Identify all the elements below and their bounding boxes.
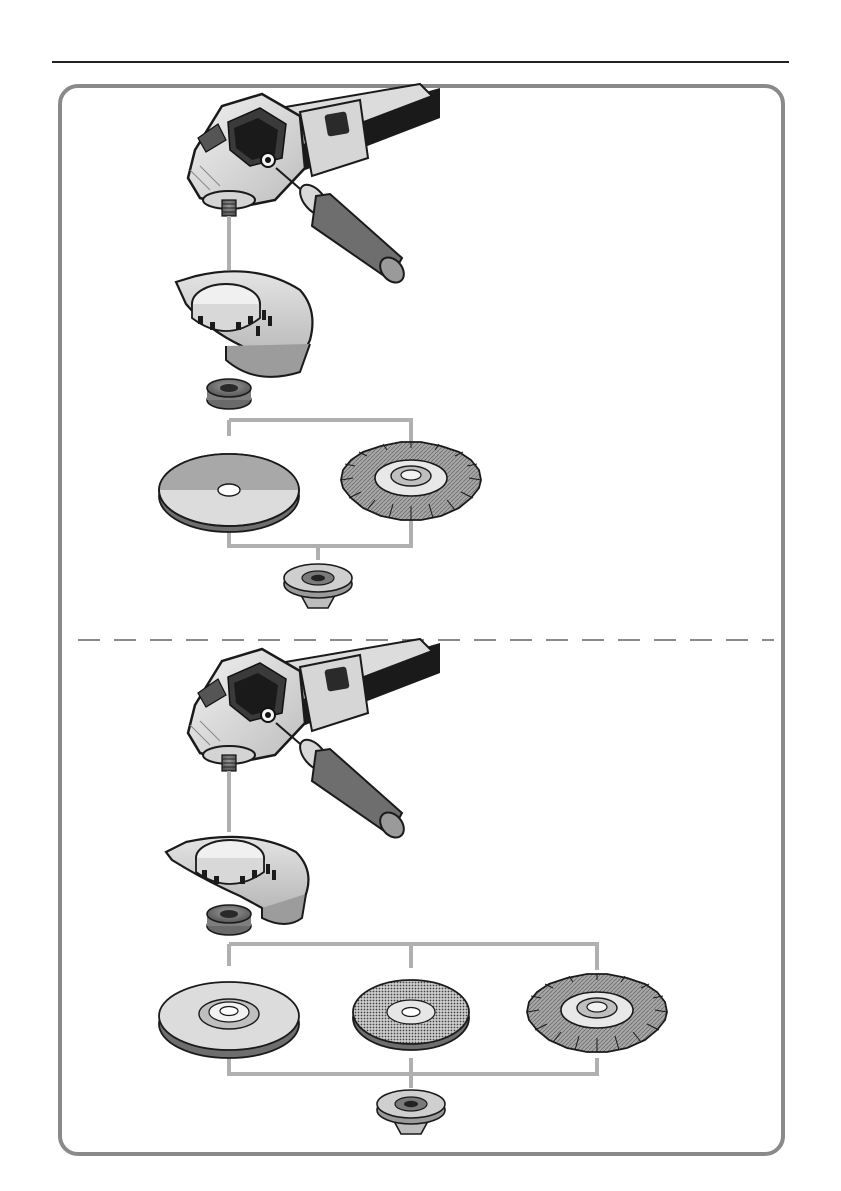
section-2 — [159, 639, 667, 1134]
mounting-flange-icon — [207, 379, 251, 409]
cutting-disc-icon — [159, 454, 299, 532]
section-1 — [159, 84, 481, 608]
side-handle-icon — [276, 723, 409, 842]
mounting-flange-icon — [207, 905, 251, 935]
side-handle-icon — [276, 168, 409, 287]
knotted-wire-wheel-icon — [341, 442, 481, 520]
protection-guard-icon — [176, 271, 312, 377]
flap-disc-icon — [353, 980, 469, 1050]
clamping-nut-icon — [377, 1090, 445, 1134]
clamping-nut-icon — [284, 564, 352, 608]
knotted-wire-wheel-icon — [527, 974, 667, 1052]
grinding-disc-icon — [159, 982, 299, 1058]
